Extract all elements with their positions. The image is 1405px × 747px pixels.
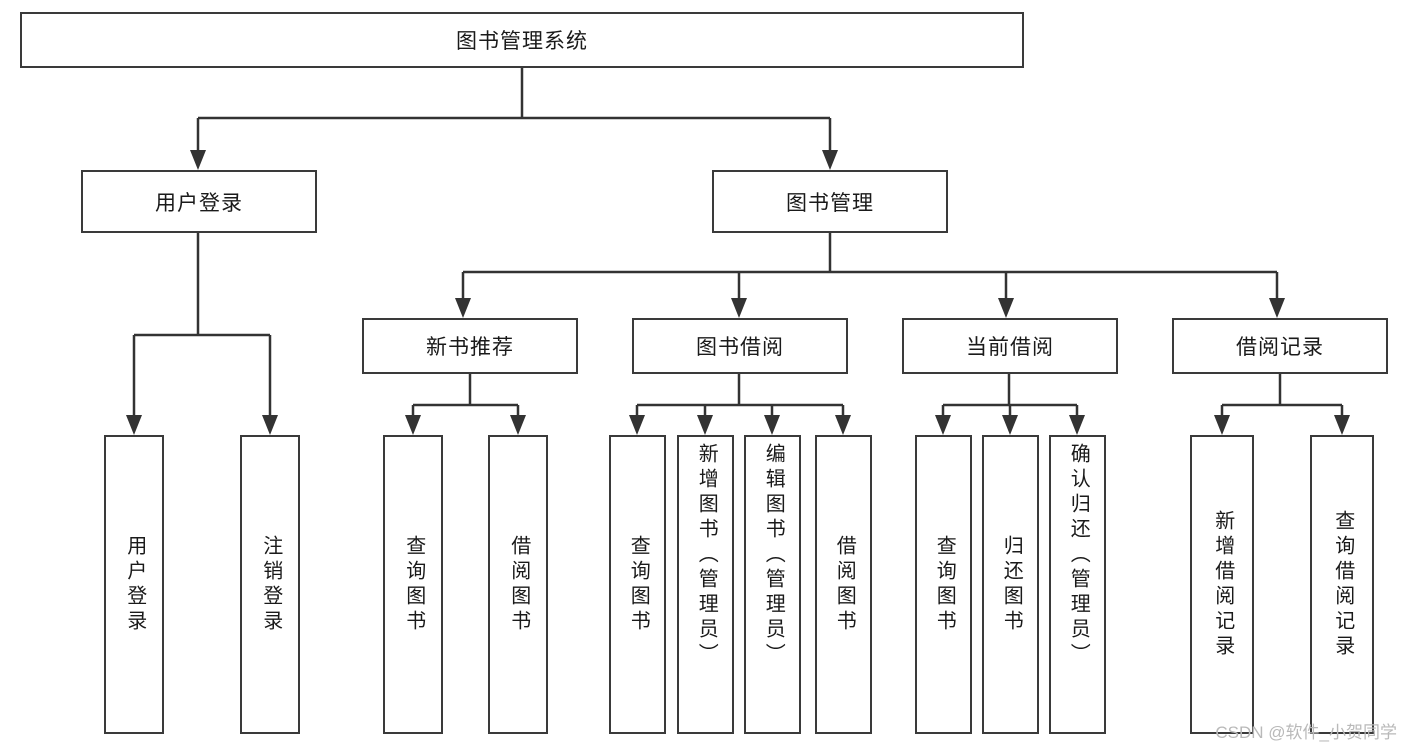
watermark-text: CSDN @软件_小贺同学 bbox=[1215, 723, 1397, 742]
node-label: 查询图书 bbox=[933, 534, 956, 635]
node-label: 确认归还（管理员） bbox=[1067, 443, 1090, 668]
node-borrow-record[interactable]: 借阅记录 bbox=[1172, 318, 1388, 374]
node-label: 图书借阅 bbox=[696, 336, 784, 359]
leaf-recommend-query-book[interactable]: 查询图书 bbox=[383, 435, 443, 734]
node-label: 新增图书（管理员） bbox=[695, 443, 718, 668]
node-label: 归还图书 bbox=[1000, 534, 1023, 635]
leaf-record-query-record[interactable]: 查询借阅记录 bbox=[1310, 435, 1374, 734]
node-label: 用户登录 bbox=[123, 534, 146, 635]
node-label: 当前借阅 bbox=[966, 336, 1054, 359]
leaf-current-return-book[interactable]: 归还图书 bbox=[982, 435, 1039, 734]
leaf-borrow-query-book[interactable]: 查询图书 bbox=[609, 435, 666, 734]
leaf-borrow-add-book-admin[interactable]: 新增图书（管理员） bbox=[677, 435, 734, 734]
leaf-borrow-borrow-book[interactable]: 借阅图书 bbox=[815, 435, 872, 734]
leaf-current-query-book[interactable]: 查询图书 bbox=[915, 435, 972, 734]
leaf-user-login-signin[interactable]: 用户登录 bbox=[104, 435, 164, 734]
node-label: 图书管理 bbox=[786, 191, 874, 215]
node-book-borrow[interactable]: 图书借阅 bbox=[632, 318, 848, 374]
node-root-system[interactable]: 图书管理系统 bbox=[20, 12, 1024, 68]
leaf-current-confirm-return-admin[interactable]: 确认归还（管理员） bbox=[1049, 435, 1106, 734]
node-label: 查询图书 bbox=[627, 534, 650, 635]
node-label: 注销登录 bbox=[259, 534, 282, 635]
leaf-borrow-edit-book-admin[interactable]: 编辑图书（管理员） bbox=[744, 435, 801, 734]
leaf-user-login-signout[interactable]: 注销登录 bbox=[240, 435, 300, 734]
node-label: 新增借阅记录 bbox=[1211, 509, 1234, 660]
node-user-login[interactable]: 用户登录 bbox=[81, 170, 317, 233]
node-label: 图书管理系统 bbox=[456, 30, 588, 53]
leaf-record-add-record[interactable]: 新增借阅记录 bbox=[1190, 435, 1254, 734]
node-label: 查询借阅记录 bbox=[1331, 509, 1354, 660]
node-label: 借阅图书 bbox=[833, 534, 856, 635]
node-label: 编辑图书（管理员） bbox=[762, 443, 785, 668]
node-label: 查询图书 bbox=[402, 534, 425, 635]
node-label: 借阅记录 bbox=[1236, 336, 1324, 359]
node-current-borrow[interactable]: 当前借阅 bbox=[902, 318, 1118, 374]
node-label: 用户登录 bbox=[155, 191, 243, 215]
node-new-book-recommend[interactable]: 新书推荐 bbox=[362, 318, 578, 374]
node-label: 借阅图书 bbox=[507, 534, 530, 635]
leaf-recommend-borrow-book[interactable]: 借阅图书 bbox=[488, 435, 548, 734]
node-book-management[interactable]: 图书管理 bbox=[712, 170, 948, 233]
node-label: 新书推荐 bbox=[426, 336, 514, 359]
